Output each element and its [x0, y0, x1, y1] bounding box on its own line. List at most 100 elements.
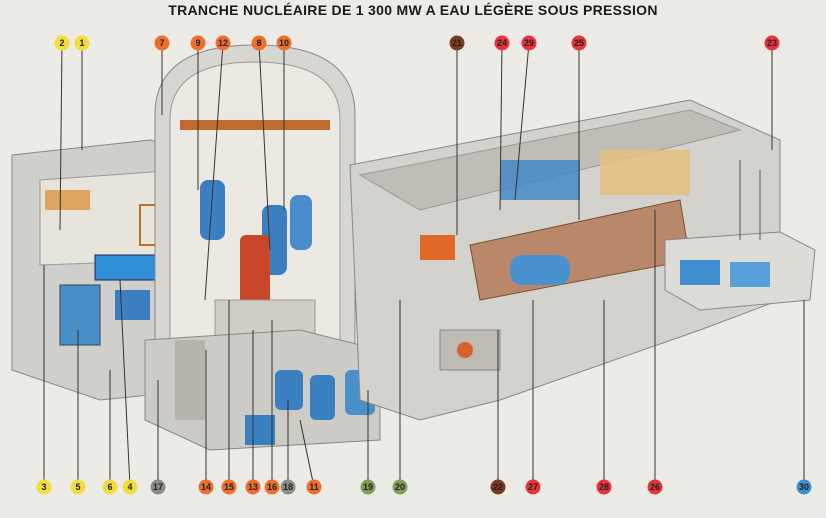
- leader-line: [499, 42, 503, 211]
- marker-circle: [490, 479, 506, 495]
- leader-line: [204, 42, 224, 301]
- marker-label: 13: [248, 482, 258, 492]
- marker-label: 14: [201, 482, 211, 492]
- callout-marker-7: 7: [154, 35, 170, 51]
- marker-label: 8: [256, 38, 261, 48]
- marker-circle: [122, 479, 138, 495]
- marker-circle: [392, 479, 408, 495]
- marker-circle: [190, 35, 206, 51]
- marker-circle: [525, 479, 541, 495]
- marker-circle: [36, 479, 52, 495]
- marker-label: 30: [799, 482, 809, 492]
- marker-label: 6: [107, 482, 112, 492]
- callout-marker-4: 4: [122, 479, 138, 495]
- marker-label: 18: [283, 482, 293, 492]
- marker-label: 20: [395, 482, 405, 492]
- callout-marker-21: 21: [449, 35, 465, 51]
- marker-label: 5: [75, 482, 80, 492]
- leader-line: [59, 42, 63, 231]
- marker-circle: [221, 479, 237, 495]
- marker-label: 28: [599, 482, 609, 492]
- callout-marker-2: 2: [54, 35, 70, 51]
- diagram-title: TRANCHE NUCLÉAIRE DE 1 300 MW A EAU LÉGÈ…: [168, 2, 658, 18]
- marker-label: 17: [153, 482, 163, 492]
- callout-marker-20: 20: [392, 479, 408, 495]
- marker-label: 1: [79, 38, 84, 48]
- marker-label: 27: [528, 482, 538, 492]
- marker-circle: [150, 479, 166, 495]
- marker-circle: [360, 479, 376, 495]
- callout-marker-3: 3: [36, 479, 52, 495]
- callout-marker-26: 26: [647, 479, 663, 495]
- marker-circle: [449, 35, 465, 51]
- callout-marker-9: 9: [190, 35, 206, 51]
- marker-circle: [306, 479, 322, 495]
- callout-marker-29: 29: [521, 35, 537, 51]
- callout-marker-15: 15: [221, 479, 237, 495]
- callout-marker-18: 18: [280, 479, 296, 495]
- callout-marker-8: 8: [251, 35, 267, 51]
- marker-circle: [198, 479, 214, 495]
- callout-marker-17: 17: [150, 479, 166, 495]
- marker-circle: [276, 35, 292, 51]
- marker-circle: [74, 35, 90, 51]
- marker-circle: [796, 479, 812, 495]
- marker-circle: [571, 35, 587, 51]
- callout-marker-23: 23: [764, 35, 780, 51]
- callout-marker-11: 11: [306, 479, 322, 495]
- marker-label: 21: [452, 38, 462, 48]
- callout-marker-6: 6: [102, 479, 118, 495]
- marker-circle: [494, 35, 510, 51]
- reactor-building: [154, 44, 356, 366]
- leader-line: [299, 419, 315, 488]
- marker-label: 19: [363, 482, 373, 492]
- callout-marker-13: 13: [245, 479, 261, 495]
- marker-circle: [264, 479, 280, 495]
- marker-label: 22: [493, 482, 503, 492]
- leader-line: [258, 42, 271, 251]
- callout-marker-27: 27: [525, 479, 541, 495]
- callout-marker-16: 16: [264, 479, 280, 495]
- marker-label: 9: [195, 38, 200, 48]
- marker-label: 24: [497, 38, 507, 48]
- callout-marker-12: 12: [215, 35, 231, 51]
- marker-label: 25: [574, 38, 584, 48]
- leader-line: [514, 42, 530, 201]
- callout-marker-1: 1: [74, 35, 90, 51]
- callout-marker-22: 22: [490, 479, 506, 495]
- callout-marker-19: 19: [360, 479, 376, 495]
- marker-circle: [764, 35, 780, 51]
- callout-marker-24: 24: [494, 35, 510, 51]
- marker-circle: [70, 479, 86, 495]
- marker-circle: [215, 35, 231, 51]
- marker-circle: [521, 35, 537, 51]
- marker-circle: [154, 35, 170, 51]
- callout-marker-10: 10: [276, 35, 292, 51]
- marker-circle: [251, 35, 267, 51]
- marker-label: 3: [41, 482, 46, 492]
- marker-circle: [596, 479, 612, 495]
- fuel-building: [11, 139, 201, 401]
- marker-label: 16: [267, 482, 277, 492]
- marker-label: 23: [767, 38, 777, 48]
- marker-circle: [280, 479, 296, 495]
- callout-marker-28: 28: [596, 479, 612, 495]
- callout-marker-25: 25: [571, 35, 587, 51]
- marker-label: 12: [218, 38, 228, 48]
- electrical-substation: [664, 160, 816, 311]
- marker-label: 11: [309, 482, 319, 492]
- marker-label: 4: [127, 482, 132, 492]
- marker-circle: [245, 479, 261, 495]
- marker-circle: [647, 479, 663, 495]
- auxiliary-buildings: [144, 329, 381, 451]
- callout-marker-14: 14: [198, 479, 214, 495]
- marker-circle: [102, 479, 118, 495]
- marker-label: 15: [224, 482, 234, 492]
- marker-label: 2: [59, 38, 64, 48]
- marker-label: 26: [650, 482, 660, 492]
- leader-lines: [43, 42, 805, 488]
- leader-line: [119, 279, 131, 488]
- marker-label: 10: [279, 38, 289, 48]
- marker-label: 29: [524, 38, 534, 48]
